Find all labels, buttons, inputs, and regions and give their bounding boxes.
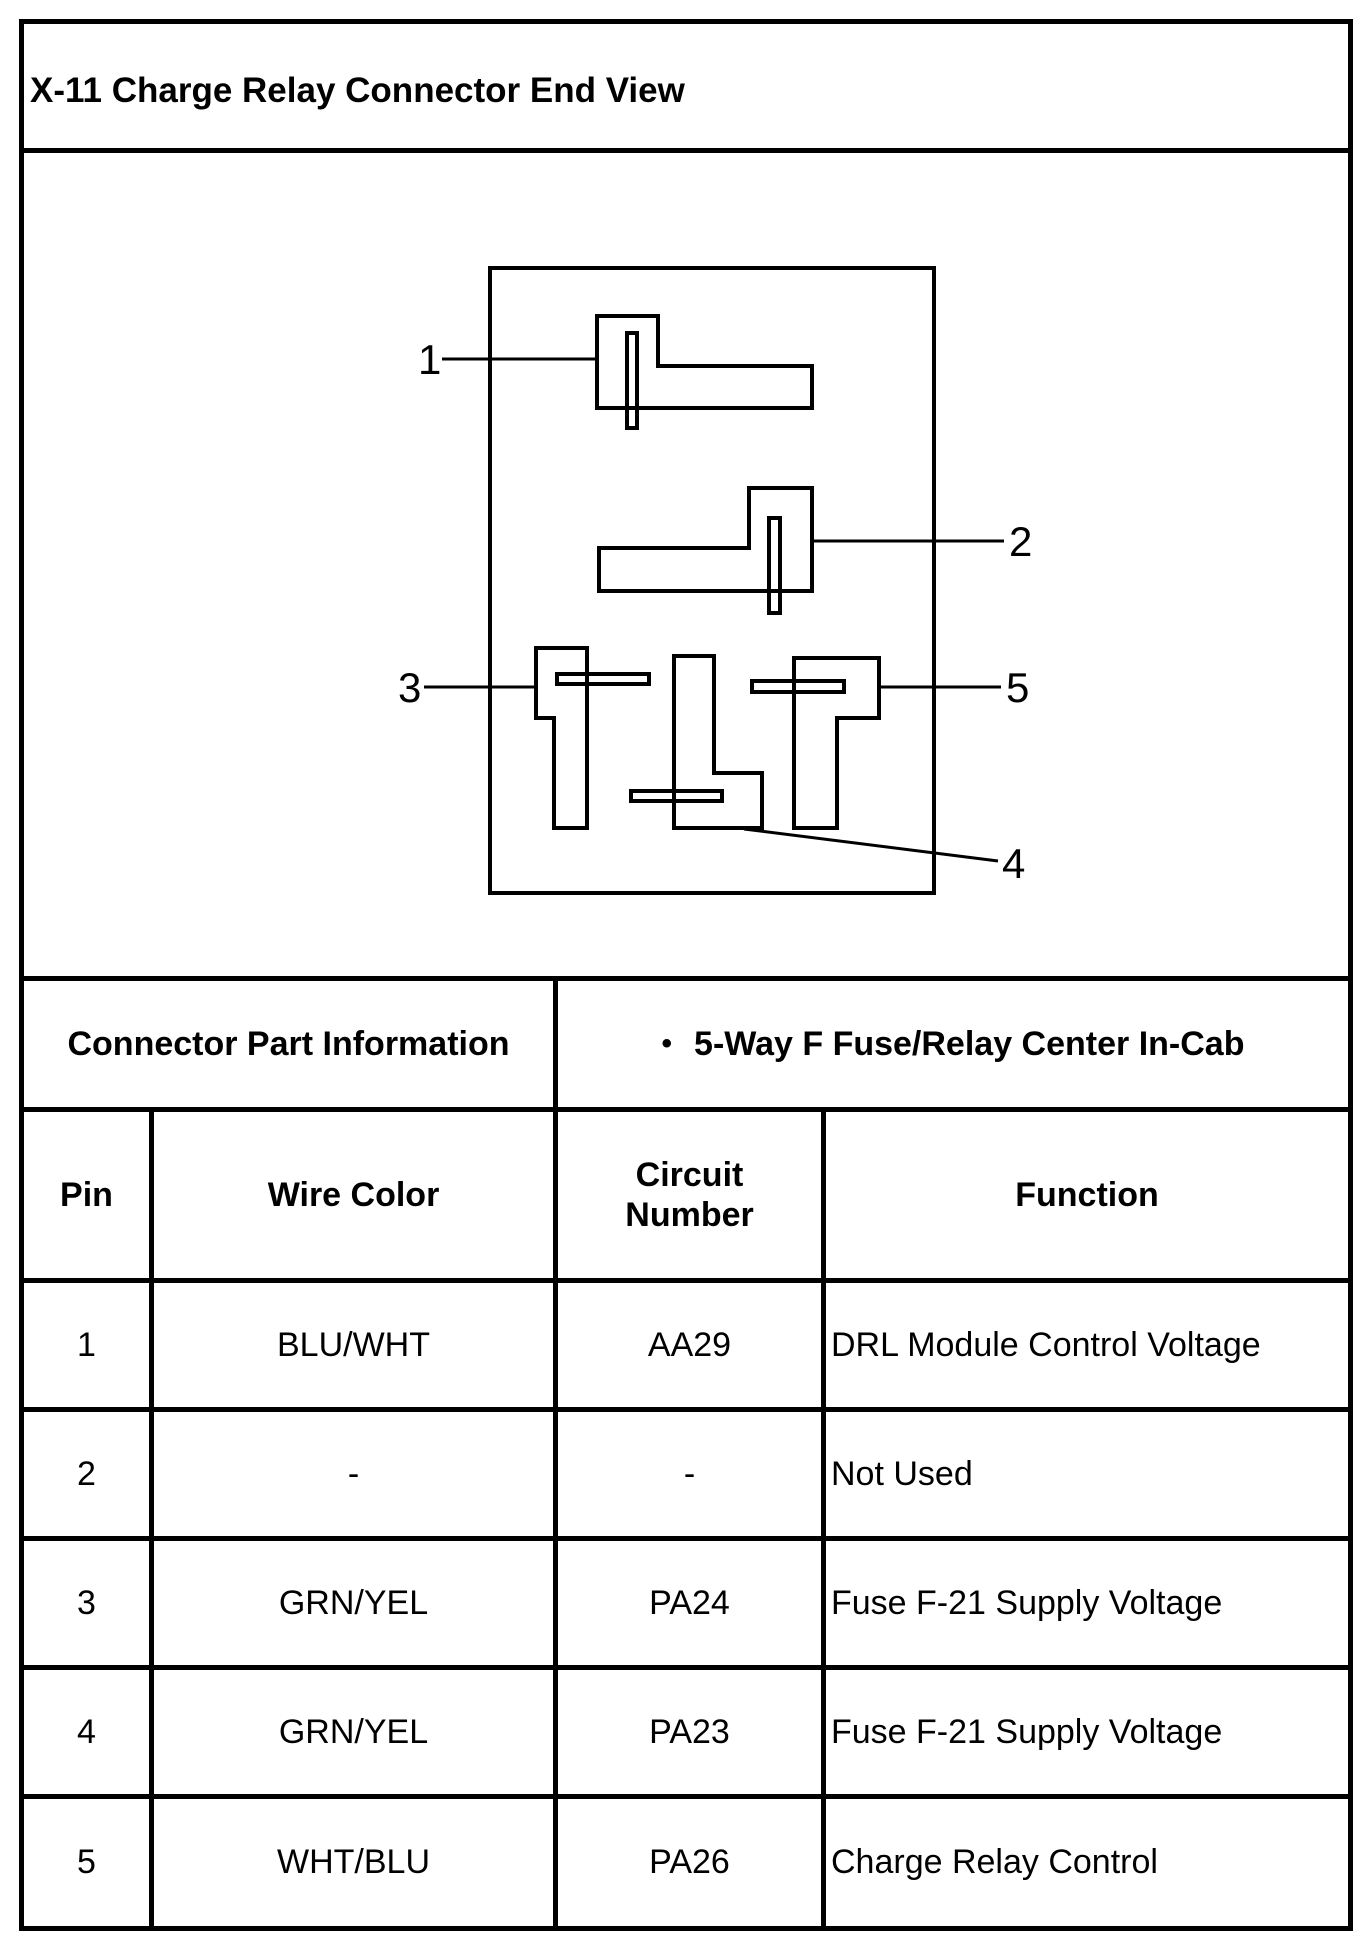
bullet-icon: • (661, 1027, 673, 1060)
cell-function: DRL Module Control Voltage (831, 1325, 1261, 1364)
pin-label-4: 4 (1002, 840, 1025, 887)
cell-wire-color: GRN/YEL (154, 1541, 558, 1665)
pin-label-1: 1 (418, 336, 441, 383)
header-circuit-line2: Number (625, 1196, 754, 1234)
pin-label-5: 5 (1006, 664, 1029, 711)
pin-label-2: 2 (1009, 518, 1032, 565)
cell-pin: 5 (24, 1799, 154, 1926)
table-row: 1 BLU/WHT AA29 DRL Module Control Voltag… (24, 1283, 1348, 1412)
pin-4-leader (743, 827, 999, 863)
cell-circuit-number: PA26 (558, 1799, 826, 1926)
header-wire-color: Wire Color (154, 1112, 558, 1278)
terminal-1-blade (625, 331, 639, 430)
title-row: X-11 Charge Relay Connector End View (24, 24, 1348, 153)
pin-label-3: 3 (398, 664, 421, 711)
table-row: 2 - - Not Used (24, 1412, 1348, 1541)
cell-wire-color: BLU/WHT (154, 1283, 558, 1407)
table-header-row: Pin Wire Color Circuit Number Function (24, 1112, 1348, 1283)
cell-function: Fuse F-21 Supply Voltage (831, 1712, 1223, 1751)
connector-diagram: 1 2 3 4 5 (398, 266, 1032, 895)
terminal-2 (597, 486, 814, 593)
cell-wire-color: - (154, 1412, 558, 1536)
cell-circuit-number: PA23 (558, 1670, 826, 1794)
table-row: 5 WHT/BLU PA26 Charge Relay Control (24, 1799, 1348, 1926)
terminal-1 (595, 314, 814, 410)
header-pin: Pin (24, 1112, 154, 1278)
connector-housing (488, 266, 936, 895)
terminal-3-blade (555, 672, 651, 686)
cell-function: Not Used (831, 1454, 973, 1493)
connector-part-info-row: Connector Part Information • 5-Way F Fus… (24, 981, 1348, 1112)
terminal-4-blade (629, 789, 724, 803)
connector-sheet: X-11 Charge Relay Connector End View (19, 19, 1353, 1931)
connector-end-view: 1 2 3 4 5 (24, 153, 1348, 981)
cell-pin: 2 (24, 1412, 154, 1536)
table-row: 4 GRN/YEL PA23 Fuse F-21 Supply Voltage (24, 1670, 1348, 1799)
cell-circuit-number: AA29 (558, 1283, 826, 1407)
header-function: Function (1015, 1176, 1159, 1214)
header-circuit-line1: Circuit (635, 1156, 744, 1194)
page-title: X-11 Charge Relay Connector End View (30, 71, 685, 110)
cell-pin: 1 (24, 1283, 154, 1407)
terminal-5 (792, 656, 881, 830)
cell-circuit-number: - (558, 1412, 826, 1536)
cell-pin: 3 (24, 1541, 154, 1665)
terminal-3 (534, 646, 589, 830)
cell-pin: 4 (24, 1670, 154, 1794)
cell-circuit-number: PA24 (558, 1541, 826, 1665)
cell-function: Charge Relay Control (831, 1843, 1158, 1881)
cell-wire-color: GRN/YEL (154, 1670, 558, 1794)
connector-part-info-text: 5-Way F Fuse/Relay Center In-Cab (694, 1024, 1245, 1063)
cell-wire-color: WHT/BLU (154, 1799, 558, 1926)
header-circuit-number: Circuit Number (558, 1112, 826, 1278)
terminal-2-blade (767, 516, 782, 615)
connector-part-info-value: • 5-Way F Fuse/Relay Center In-Cab (558, 981, 1348, 1107)
terminal-5-blade (750, 679, 846, 694)
table-row: 3 GRN/YEL PA24 Fuse F-21 Supply Voltage (24, 1541, 1348, 1670)
cell-function: Fuse F-21 Supply Voltage (831, 1583, 1223, 1622)
terminal-4 (672, 654, 764, 830)
connector-part-info-label: Connector Part Information (24, 981, 558, 1107)
pinout-table: Pin Wire Color Circuit Number Function 1… (24, 1112, 1348, 1926)
